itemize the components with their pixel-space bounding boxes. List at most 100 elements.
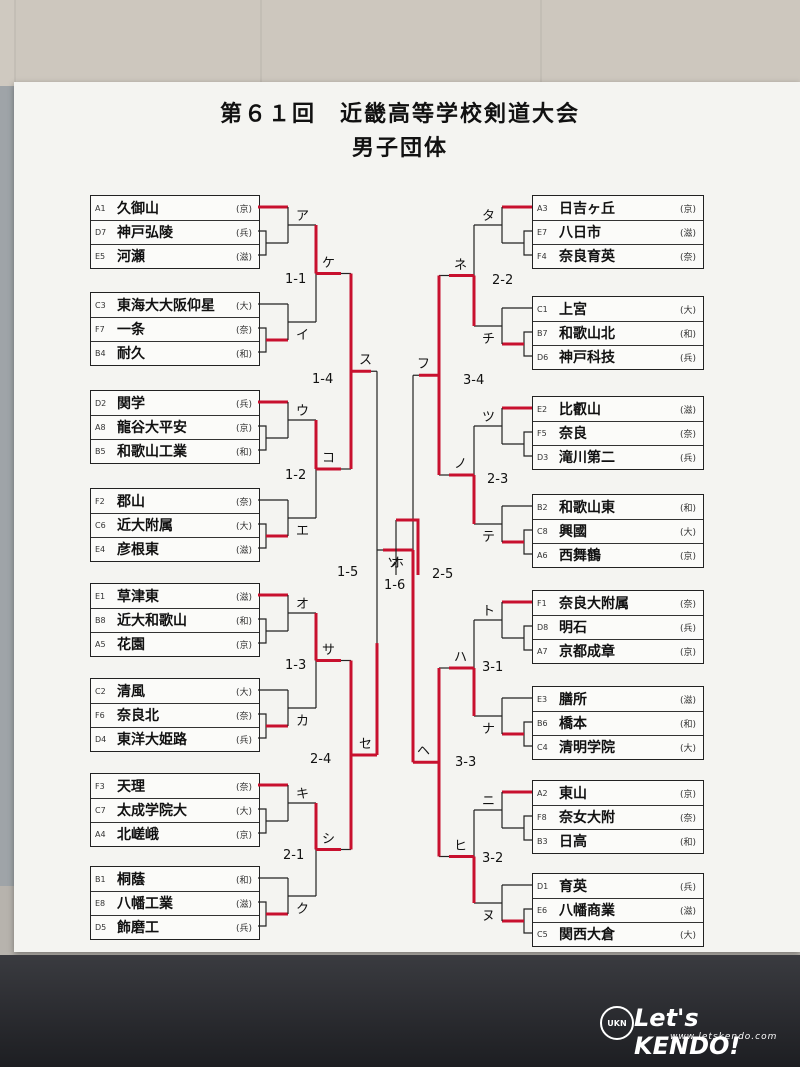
team-name: 草津東: [117, 589, 159, 605]
seed-code: C4: [537, 742, 548, 752]
seed-code: D4: [95, 734, 107, 744]
team-name: 八幡商業: [559, 903, 615, 919]
bracket-line: [258, 618, 267, 644]
score-label: 2-1: [283, 848, 305, 863]
prefecture: (京): [679, 647, 697, 658]
prefecture: (兵): [679, 623, 697, 634]
score-label: 2-2: [492, 273, 514, 288]
seed-code: B4: [95, 348, 106, 358]
seed-code: B5: [95, 446, 106, 456]
score-label: 1-6: [384, 578, 406, 593]
team-name: 奈良北: [117, 708, 159, 724]
score-label: 3-1: [482, 660, 504, 675]
match-label: ヌ: [482, 909, 496, 924]
bracket-line: [523, 815, 532, 841]
team-name: 太成学院大: [117, 803, 187, 819]
seed-code: F6: [95, 710, 105, 720]
team-row: C7 太成学院大 (大): [91, 798, 259, 823]
prefecture: (大): [235, 806, 253, 817]
match-label: ツ: [482, 410, 496, 425]
seed-code: A8: [95, 422, 106, 432]
score-label: 3-4: [463, 373, 485, 388]
seed-code: C6: [95, 520, 106, 530]
seed-code: F1: [537, 598, 547, 608]
seed-code: C8: [537, 526, 548, 536]
ukn-logo-icon: UKN: [600, 1006, 634, 1040]
bracket-line: [523, 529, 532, 555]
team-name: 明石: [559, 620, 587, 636]
match-label: カ: [296, 714, 310, 729]
seed-code: A4: [95, 829, 106, 839]
prefecture: (兵): [679, 882, 697, 893]
seed-code: C1: [537, 304, 548, 314]
seed-code: C7: [95, 805, 106, 815]
prefecture: (滋): [235, 899, 253, 910]
bracket-line: [523, 721, 532, 747]
prefecture: (大): [679, 305, 697, 316]
prefecture: (兵): [679, 453, 697, 464]
semifinal-label: ソ: [387, 556, 401, 571]
watermark-brand: Let's KENDO!: [634, 1004, 741, 1060]
score-label: 1-2: [285, 468, 307, 483]
team-name: 神戸弘陵: [117, 225, 173, 241]
prefecture: (和): [235, 447, 253, 458]
team-name: 八日市: [559, 225, 601, 241]
team-name: 八幡工業: [117, 896, 173, 912]
seed-code: E1: [95, 591, 106, 601]
round2-label: ケ: [322, 255, 336, 271]
match-label: ウ: [296, 404, 310, 419]
team-name: 橋本: [559, 716, 587, 732]
seed-code: A3: [537, 203, 548, 213]
prefecture: (京): [235, 423, 253, 434]
team-name: 東海大大阪仰星: [117, 298, 215, 314]
team-name: 日高: [559, 834, 587, 850]
prefecture: (奈): [679, 252, 697, 263]
seed-code: D1: [537, 881, 549, 891]
match-label: ナ: [482, 722, 496, 737]
prefecture: (大): [679, 527, 697, 538]
bracket-line: [258, 425, 267, 451]
score-label: 1-1: [285, 272, 307, 287]
team-name: 奈良: [559, 426, 587, 442]
prefecture: (大): [235, 521, 253, 532]
seed-code: F2: [95, 496, 105, 506]
seed-code: C3: [95, 300, 106, 310]
tournament-subtitle: 男子団体: [351, 136, 448, 161]
round3-label: フ: [417, 357, 431, 373]
prefecture: (京): [679, 204, 697, 215]
prefecture: (滋): [679, 695, 697, 706]
seed-code: F3: [95, 781, 105, 791]
bracket-line: [258, 713, 267, 739]
seed-code: F7: [95, 324, 105, 334]
